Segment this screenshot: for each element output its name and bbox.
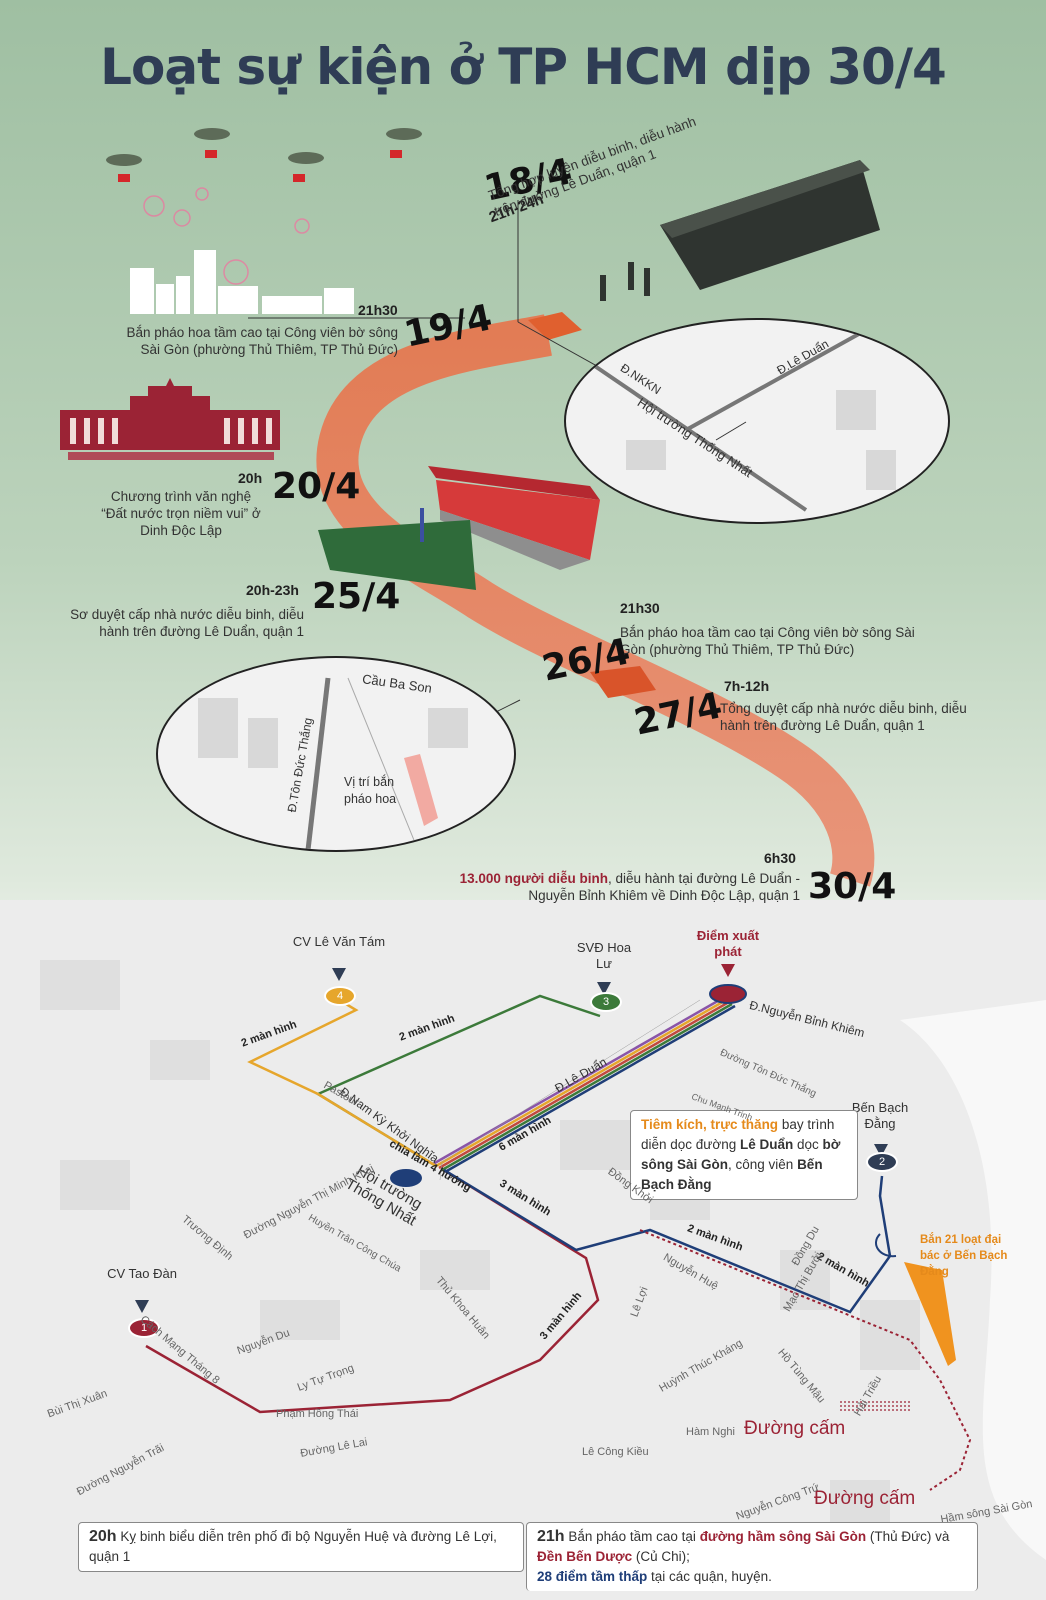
palace-illustration	[60, 378, 280, 460]
desc-20-4: Chương trình văn nghệ “Đất nước trọn niề…	[101, 489, 261, 538]
skyline-illustration	[130, 250, 354, 314]
flags-illustration	[118, 150, 402, 182]
troops-illustration-top	[660, 160, 880, 290]
desc-19-4: Bắn pháo hoa tầm cao tại Công viên bờ sô…	[126, 325, 398, 357]
time-19-4: 21h30	[358, 302, 398, 318]
date-25-4: 25/4	[312, 576, 401, 617]
fireworks-info-box: 21h Bắn pháo tầm cao tại đường hầm sông …	[526, 1522, 978, 1591]
flag-bearers	[600, 262, 650, 301]
cavalry-time: 20h	[89, 1528, 117, 1545]
time-30-4: 6h30	[764, 850, 796, 866]
helicopters-illustration	[106, 128, 422, 166]
page-title: Loạt sự kiện ở TP HCM dịp 30/4	[100, 38, 947, 96]
road-ham-nghi: Hàm Nghi	[686, 1426, 735, 1438]
date-30-4: 30/4	[808, 866, 897, 907]
fireworks-illustration	[143, 187, 310, 285]
fireworks-low-points: 28 điểm tầm thấp	[537, 1569, 648, 1584]
saigon-river	[900, 1000, 1046, 1560]
start-point-label: Điểm xuất phát	[696, 928, 760, 959]
jets-info-box: Tiêm kích, trực thăng bay trình diễn dọc…	[630, 1110, 858, 1200]
route-lines	[145, 994, 892, 1414]
forbidden-road-label-2: Đường cấm	[814, 1488, 916, 1509]
cannon-site	[904, 1262, 956, 1366]
desc-25-4: Sơ duyệt cấp nhà nước diễu binh, diễu hà…	[70, 607, 304, 639]
jets-le-duan: Lê Duẩn	[739, 1137, 794, 1152]
date-20-4: 20/4	[272, 466, 361, 507]
cannon-label: Bắn 21 loạt đại bác ở Bến Bạch Đằng	[920, 1234, 1008, 1278]
hall-marker	[390, 1169, 422, 1187]
pin-le-van-tam-label: CV Lê Văn Tám	[292, 934, 386, 949]
fireworks-text-a: Bắn pháo tầm cao tại	[568, 1529, 700, 1544]
grandstand-illustration	[428, 466, 600, 570]
pin-hoa-lu[interactable]: 3	[590, 992, 622, 1012]
ribbon-start	[528, 312, 582, 340]
time-25-4: 20h-23h	[246, 582, 299, 598]
map2-spot-label: Vị trí bắn pháo hoa	[344, 775, 397, 806]
jets-park: Bến Bạch Đằng	[641, 1157, 823, 1192]
pin-le-van-tam[interactable]: 4	[324, 986, 356, 1006]
pin-bach-dang[interactable]: 2	[866, 1152, 898, 1172]
desc-30-4: 13.000 người diễu binh, diễu hành tại đư…	[440, 870, 800, 904]
road-pham-hong-thai: Phạm Hồng Thái	[276, 1408, 359, 1420]
jets-river: bờ sông Sài Gòn	[641, 1137, 841, 1172]
fireworks-time: 21h	[537, 1528, 565, 1545]
desc-30-4-highlight: 13.000 người diễu binh	[459, 871, 608, 886]
desc-30-4-rest: , diễu hành tại đường Lê Duẩn - Nguyễn B…	[528, 871, 800, 903]
pin-tao-dan[interactable]: 1	[128, 1318, 160, 1338]
jets-text-3: , công viên	[728, 1157, 798, 1172]
time-27-4: 7h-12h	[724, 678, 770, 694]
soldiers-illustration-middle	[318, 508, 476, 590]
forbidden-road-label-1: Đường cấm	[744, 1418, 846, 1439]
start-point-marker	[709, 984, 747, 1004]
fireworks-tunnel: đường hầm sông Sài Gòn	[699, 1529, 867, 1544]
pin-bach-dang-label: Bến Bạch Đằng	[851, 1100, 909, 1131]
desc-27-4: Tổng duyệt cấp nhà nước diễu binh, diễu …	[720, 701, 967, 733]
jets-label: Tiêm kích, trực thăng	[641, 1117, 779, 1132]
fireworks-text-e: (Củ Chi);	[632, 1549, 690, 1564]
map-inset-reunification-hall: Đ.NKKN Đ.Lê Duẩn Hội trường Thống Nhất	[564, 318, 950, 524]
pin-tao-dan-label: CV Tao Đàn	[107, 1266, 177, 1281]
pin-hoa-lu-label: SVĐ Hoa Lư	[576, 940, 632, 971]
fireworks-text-g: tại các quận, huyện.	[647, 1569, 772, 1584]
jets-text-1: bay trình diễn dọc đường	[641, 1117, 835, 1152]
time-20-4: 20h	[238, 470, 263, 486]
cavalry-info-box: 20h Kỵ binh biểu diễn trên phố đi bộ Ngu…	[78, 1522, 524, 1572]
desc-26-4: Bắn pháo hoa tầm cao tại Công viên bờ sô…	[620, 625, 915, 657]
ribbon-segment-27	[590, 666, 656, 698]
jets-text-2: dọc	[793, 1137, 823, 1152]
time-26-4: 21h30	[620, 600, 660, 616]
cavalry-text: Kỵ binh biểu diễn trên phố đi bộ Nguyễn …	[89, 1529, 497, 1564]
fireworks-text-c: (Thủ Đức) và	[866, 1529, 950, 1544]
timeline-ribbon	[316, 314, 875, 887]
map-blocks	[40, 960, 920, 1530]
start-arrow	[721, 964, 735, 977]
palace-windows	[70, 418, 272, 444]
road-le-cong-kieu: Lê Công Kiều	[582, 1446, 649, 1458]
map-inset-fireworks: Cầu Ba Son Đ.Tôn Đức Thắng Vị trí bắn ph…	[156, 656, 516, 852]
fireworks-ben-duoc: Đền Bến Dược	[537, 1549, 633, 1564]
forbidden-road	[639, 1229, 972, 1491]
